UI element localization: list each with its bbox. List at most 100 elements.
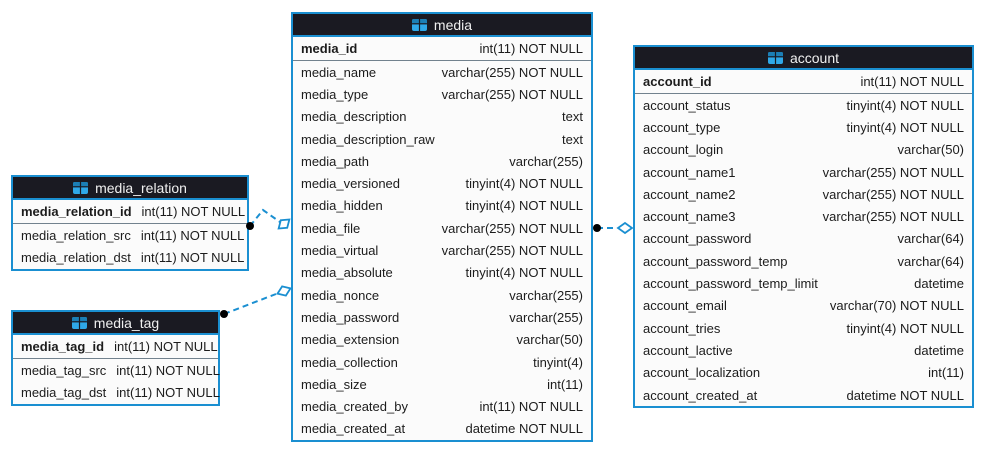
field-row[interactable]: account_lactive datetime [635, 339, 972, 361]
field-type: tinyint(4) NOT NULL [846, 97, 964, 113]
field-name: media_created_at [301, 421, 406, 437]
field-name: media_relation_src [21, 227, 131, 243]
primary-key-row[interactable]: media_relation_id int(11) NOT NULL [13, 200, 247, 224]
field-name: media_size [301, 376, 367, 392]
relation-diamond-icon [277, 218, 291, 230]
field-name: account_type [643, 119, 721, 135]
table-media-tag[interactable]: media_tag media_tag_id int(11) NOT NULL … [11, 310, 220, 406]
field-row[interactable]: media_created_by int(11) NOT NULL [293, 395, 591, 417]
field-name: account_lactive [643, 342, 733, 358]
field-name: media_tag_src [21, 362, 107, 378]
primary-key-row[interactable]: media_tag_id int(11) NOT NULL [13, 335, 218, 359]
field-row[interactable]: media_created_at datetime NOT NULL [293, 418, 591, 440]
field-name: media_name [301, 64, 377, 80]
field-row[interactable]: media_name varchar(255) NOT NULL [293, 61, 591, 83]
relation-endpoint-dot [220, 310, 228, 318]
primary-key-row[interactable]: account_id int(11) NOT NULL [635, 70, 972, 94]
table-title: account [789, 49, 840, 66]
field-name: account_name1 [643, 164, 736, 180]
field-name: media_password [301, 309, 400, 325]
table-media[interactable]: media media_id int(11) NOT NULL media_na… [291, 12, 593, 443]
field-row[interactable]: media_tag_dst int(11) NOT NULL [13, 381, 220, 403]
field-name: media_extension [301, 332, 400, 348]
field-type: tinyint(4) NOT NULL [465, 265, 583, 281]
relation-line-media-to-account [593, 221, 634, 235]
field-type: datetime NOT NULL [465, 421, 583, 437]
field-type: int(11) NOT NULL [116, 384, 220, 400]
table-media-relation-header[interactable]: media_relation [13, 177, 247, 200]
field-type: int(11) [928, 365, 964, 381]
field-type: varchar(255) NOT NULL [441, 64, 583, 80]
field-name: media_description [301, 109, 407, 125]
table-media-relation[interactable]: media_relation media_relation_id int(11)… [11, 175, 249, 271]
field-row[interactable]: account_localization int(11) [635, 362, 972, 384]
field-type: text [562, 131, 583, 147]
table-account[interactable]: account account_id int(11) NOT NULL acco… [633, 45, 974, 409]
table-grid-icon [411, 18, 427, 31]
table-account-header[interactable]: account [635, 47, 972, 70]
field-name: media_versioned [301, 176, 401, 192]
field-type: int(11) NOT NULL [116, 362, 220, 378]
table-title: media_relation [95, 179, 187, 196]
field-type: varchar(255) [509, 153, 583, 169]
field-type: int(11) NOT NULL [479, 399, 583, 415]
field-name: account_name3 [643, 209, 736, 225]
field-name: account_created_at [643, 387, 758, 403]
field-type: datetime [914, 342, 964, 358]
relation-line-media_tag-to-media [220, 285, 292, 318]
table-media-header[interactable]: media [293, 14, 591, 37]
field-name: media_virtual [301, 243, 379, 259]
field-name: media_relation_id [21, 204, 132, 219]
relation-diamond-icon [276, 285, 292, 297]
relation-endpoint-dot [593, 224, 601, 232]
field-name: account_localization [643, 365, 761, 381]
field-row[interactable]: media_path varchar(255) [293, 150, 591, 172]
table-media-tag-header[interactable]: media_tag [13, 312, 218, 335]
field-name: media_hidden [301, 198, 383, 214]
field-name: media_created_by [301, 399, 408, 415]
table-body: media_name varchar(255) NOT NULL media_typ… [293, 61, 591, 440]
field-name: media_type [301, 86, 369, 102]
field-name: media_path [301, 153, 369, 169]
field-type: varchar(255) [509, 287, 583, 303]
field-row[interactable]: media_tag_src int(11) NOT NULL [13, 359, 220, 381]
field-name: media_relation_dst [21, 249, 131, 265]
primary-key-row[interactable]: media_id int(11) NOT NULL [293, 37, 591, 61]
field-type: varchar(70) NOT NULL [829, 298, 964, 314]
field-name: account_id [643, 74, 712, 89]
field-name: account_password [643, 231, 752, 247]
table-title: media_tag [93, 314, 160, 331]
field-name: media_tag_dst [21, 384, 107, 400]
table-grid-icon [767, 51, 783, 64]
field-type: varchar(64) [897, 253, 964, 269]
